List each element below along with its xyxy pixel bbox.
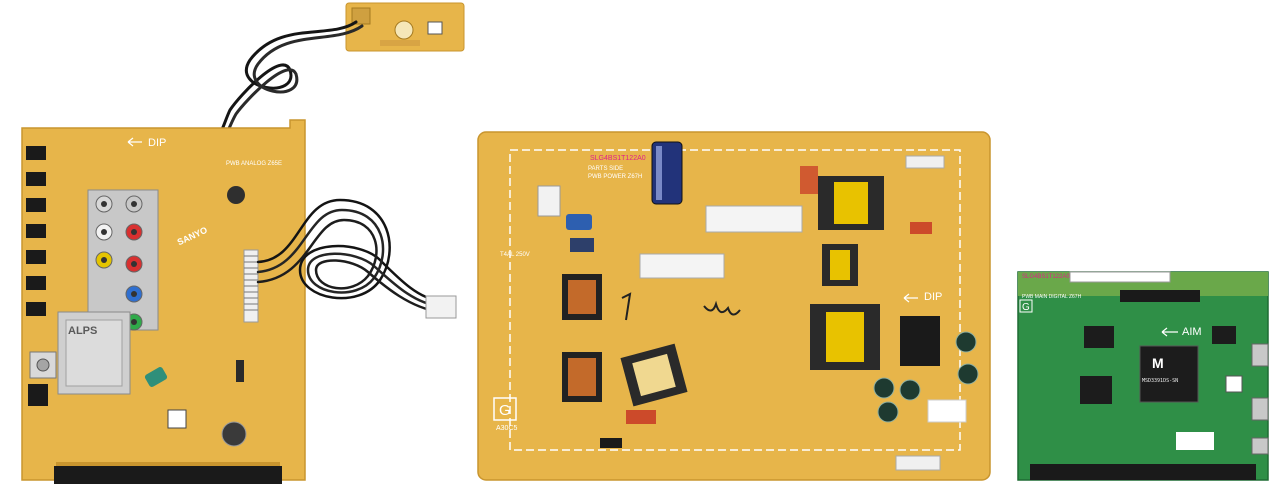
digital-aim-label: AIM — [1182, 326, 1202, 338]
power-film-capacitor — [566, 214, 592, 230]
digital-g-box — [1019, 299, 1033, 313]
digital-memory-chip — [1084, 326, 1114, 348]
digital-board-code: SLG4BS1T122A0 — [1022, 274, 1070, 280]
power-heatsink — [639, 253, 725, 279]
power-electrolytic-capacitors — [873, 331, 979, 423]
power-heatsink — [705, 205, 803, 233]
digital-top-connector — [1069, 271, 1171, 283]
analog-board-cable — [256, 198, 442, 314]
pencil-mark — [621, 292, 632, 321]
tuner-label: ALPS — [68, 325, 97, 337]
analog-pwb-label: PWB ANALOG Z65E — [226, 161, 282, 167]
power-serial-sticker — [927, 399, 967, 423]
power-parts-label: PARTS SIDE — [588, 166, 623, 172]
power-g-box — [493, 397, 517, 421]
power-top-connector — [905, 155, 945, 169]
antenna-jack — [28, 351, 57, 406]
digital-g-mark: G — [1022, 302, 1030, 313]
chip-part-label: MSD3391DS-SN — [1142, 378, 1178, 384]
usb-port — [1251, 437, 1269, 455]
power-pink-code: SLG4BS1T122A0 — [590, 155, 646, 162]
analog-crystal — [144, 367, 168, 387]
power-film-capacitor — [910, 222, 932, 234]
analog-capacitor — [227, 186, 245, 204]
analog-left-jacks — [26, 146, 46, 316]
ir-sensor-board — [345, 2, 465, 52]
digital-memory-chip — [1080, 376, 1112, 404]
digital-pwb-label: PWB MAIN DIGITAL Z67H — [1022, 294, 1082, 300]
power-bottom-connector — [895, 455, 941, 471]
digital-aim-arrow — [1161, 327, 1178, 337]
hdmi-port — [1251, 397, 1269, 421]
power-film-capacitor — [800, 166, 818, 194]
chip-logo: M — [1152, 355, 1164, 371]
digital-main-chip: M MSD3391DS-SN — [1139, 345, 1199, 403]
analog-component — [236, 360, 244, 382]
power-toroid — [562, 352, 602, 402]
hdmi-port — [1251, 343, 1269, 367]
analog-header-connector — [243, 249, 259, 323]
analog-dip-label: DIP — [148, 137, 166, 149]
power-film-capacitor — [626, 410, 656, 424]
analog-edge-connector — [54, 462, 282, 484]
power-toroid — [562, 274, 602, 320]
digital-serial-sticker — [1176, 432, 1214, 450]
power-pwb-label: PWB POWER Z67H — [588, 174, 642, 180]
av-jack-block — [87, 189, 159, 331]
power-transformer — [818, 176, 884, 230]
analog-board: ALPS DIP — [21, 119, 306, 484]
tuner-can: ALPS — [57, 311, 131, 395]
digital-qr-sticker — [1225, 375, 1243, 393]
digital-component — [1212, 326, 1236, 344]
power-dip-label: DIP — [924, 291, 942, 303]
cable-end-connector — [425, 295, 457, 319]
power-dip-arrow — [903, 293, 918, 303]
power-choke — [822, 244, 858, 286]
power-code-label: A30C5 — [496, 425, 518, 432]
power-pfc-coil — [620, 343, 688, 407]
pencil-mark — [703, 300, 741, 316]
power-ac-connector — [537, 185, 561, 217]
digital-edge-connector — [1030, 464, 1256, 480]
power-output-connector — [900, 316, 940, 366]
analog-dip-arrow — [127, 137, 142, 147]
digital-ffc-connector — [1120, 290, 1200, 302]
power-component — [600, 438, 622, 448]
power-transformer — [810, 304, 880, 370]
power-g-mark: G — [499, 402, 511, 419]
power-board: SLG4BS1T122A0 PARTS SIDE PWB POWER Z67H … — [477, 131, 991, 481]
power-fuse-label: T4AL 250V — [500, 252, 530, 258]
power-bulk-capacitor — [651, 141, 683, 205]
analog-qr-sticker — [167, 409, 187, 429]
analog-capacitor — [221, 421, 247, 447]
digital-board: M MSD3391DS-SN SLG4BS1T122A0 PWB MAIN DI… — [1017, 271, 1269, 481]
power-component — [570, 238, 594, 252]
power-silkscreen-outline — [509, 149, 961, 451]
